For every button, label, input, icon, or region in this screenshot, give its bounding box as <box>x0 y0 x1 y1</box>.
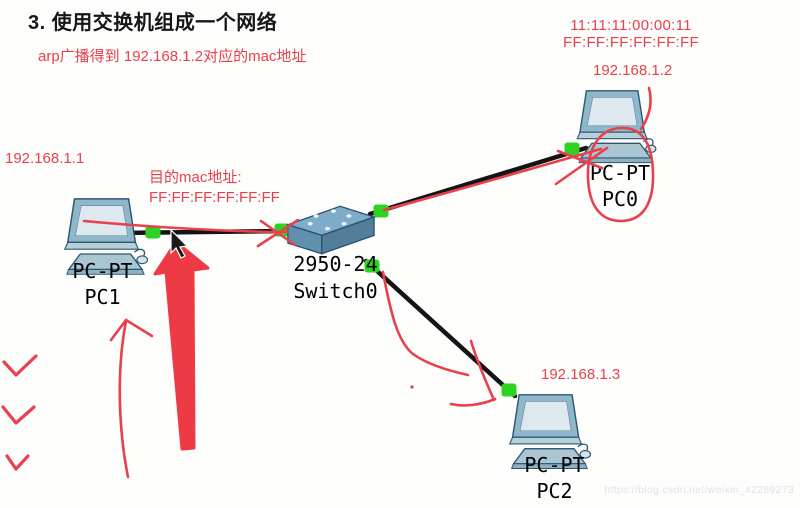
pc0-device-label[interactable]: PC-PT PC0 <box>570 160 670 212</box>
arp-note-text: arp广播得到 192.168.1.2对应的mac地址 <box>38 48 307 65</box>
pc1-ip-label: 192.168.1.1 <box>5 150 85 167</box>
cable-switch0-pc2[interactable] <box>363 258 518 399</box>
link-status-light <box>364 259 380 273</box>
dest-mac-value: FF:FF:FF:FF:FF:FF <box>149 189 280 206</box>
pc0-mac-annotation: 11:11:11:00:00:11 FF:FF:FF:FF:FF:FF <box>556 17 706 51</box>
page-title: 3. 使用交换机组成一个网络 <box>28 12 278 34</box>
dest-mac-label: 目的mac地址: <box>149 169 242 186</box>
pc1-model: PC-PT <box>72 259 133 283</box>
switch0-device-label[interactable]: 2950-24 Switch0 <box>283 251 388 305</box>
cable-switch0-pc0[interactable] <box>367 145 589 217</box>
pc0-model: PC-PT <box>589 161 651 185</box>
switch0-name: Switch0 <box>293 279 378 303</box>
pc1-name: PC1 <box>84 285 121 309</box>
pc2-model: PC-PT <box>524 453 585 477</box>
pc2-name: PC2 <box>536 479 573 503</box>
switch-screw-decor <box>307 209 352 231</box>
pc0-learned-mac-text: 11:11:11:00:00:11 <box>570 17 692 34</box>
pc0-broadcast-mac-text: FF:FF:FF:FF:FF:FF <box>563 34 699 51</box>
switch0-model: 2950-24 <box>293 252 378 276</box>
pc0-ip-label: 192.168.1.2 <box>593 62 673 79</box>
link-status-light <box>501 383 517 397</box>
pc1-device-label[interactable]: PC-PT PC1 <box>50 258 155 310</box>
pc-icon-pc0[interactable] <box>568 88 660 171</box>
pc0-name: PC0 <box>601 187 639 211</box>
pc2-ip-label: 192.168.1.3 <box>541 366 621 383</box>
watermark-url: https://blog.csdn.net/weixin_42289273 <box>604 484 794 496</box>
dest-mac-annotation: 目的mac地址: FF:FF:FF:FF:FF:FF <box>149 168 280 208</box>
pc2-device-label[interactable]: PC-PT PC2 <box>502 452 607 504</box>
